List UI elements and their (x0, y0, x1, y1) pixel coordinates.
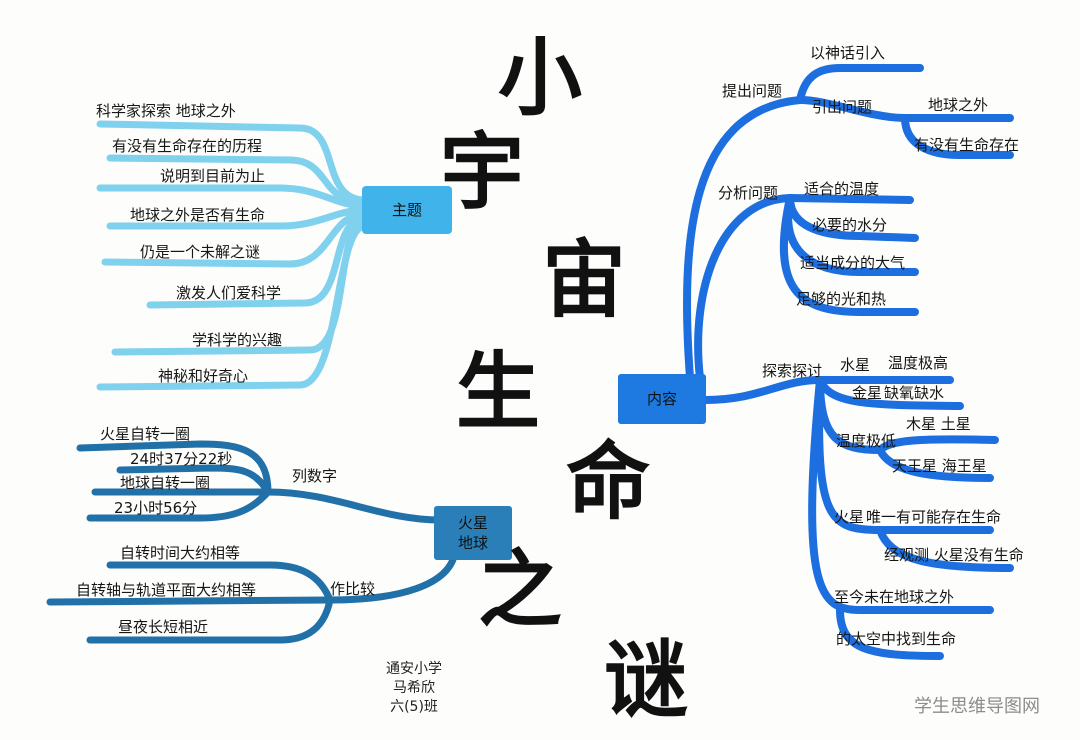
author-class: 六(5)班 (390, 698, 438, 715)
topic-item-4: 地球之外是否有生命 (130, 206, 266, 224)
author-block: 通安小学 马希欣 六(5)班 (374, 660, 454, 717)
explore-label: 探索探讨 (762, 362, 823, 380)
title-char-5: 命 (566, 432, 651, 531)
explore-venus: 金星 (852, 384, 883, 402)
topic-item-5: 仍是一个未解之谜 (140, 243, 261, 261)
explore-jupiter-saturn: 木星 土星 (906, 415, 971, 433)
explore-too-low: 温度极低 (836, 432, 897, 450)
list-numbers-item-4: 23小时56分 (114, 499, 198, 517)
lead-question-label: 引出问题 (812, 98, 873, 116)
author-school: 通安小学 (386, 661, 442, 677)
topic-item-7: 学科学的兴趣 (192, 331, 283, 349)
lead-item-2: 有没有生命存在 (914, 136, 1020, 154)
explore-mars: 火星 (834, 508, 865, 526)
lead-item-1: 地球之外 (928, 96, 989, 114)
mars-earth-label: 火星 地球 (434, 506, 512, 560)
analyze-item-1: 适合的温度 (804, 180, 880, 198)
title-char-4: 生 (456, 342, 541, 441)
topic-item-2: 有没有生命存在的历程 (112, 137, 263, 155)
topic-item-1: 科学家探索 地球之外 (96, 102, 236, 120)
compare-label: 作比较 (330, 580, 376, 598)
title-char-7: 谜 (604, 630, 689, 729)
topic-label: 主题 (391, 200, 422, 219)
content-branches (683, 64, 1014, 660)
mars-earth-box (434, 506, 512, 560)
raise-question-label: 提出问题 (722, 82, 783, 100)
explore-so-far: 至今未在地球之外 (834, 588, 955, 606)
topic-item-6: 激发人们爱科学 (176, 284, 282, 302)
analyze-label: 分析问题 (718, 184, 779, 202)
mars-earth-label-line1: 火星 (457, 513, 488, 532)
watermark: 学生思维导图网 (914, 696, 1040, 717)
analyze-item-3: 适当成分的大气 (800, 254, 906, 272)
raise-intro: 以神话引入 (810, 44, 886, 62)
explore-uranus-neptune: 天王星 海王星 (892, 457, 987, 475)
compare-item-2: 自转轴与轨道平面大约相等 (76, 581, 257, 599)
content-label: 内容 (646, 389, 677, 408)
explore-found: 的太空中找到生命 (836, 630, 957, 648)
compare-item-3: 昼夜长短相近 (118, 618, 209, 636)
title-char-1: 小 (498, 28, 583, 127)
list-numbers-item-3: 地球自转一圈 (120, 474, 211, 492)
analyze-item-4: 足够的光和热 (796, 290, 887, 308)
explore-mercury-detail: 温度极高 (888, 354, 949, 372)
content-box (618, 374, 706, 424)
author-name: 马希欣 (393, 679, 435, 696)
list-numbers-item-1: 火星自转一圈 (100, 425, 191, 443)
explore-mars-only: 唯一有可能存在生命 (866, 508, 1002, 526)
title-char-2: 宇 (440, 122, 525, 221)
compare-item-1: 自转时间大约相等 (120, 544, 241, 562)
title-char-6: 之 (478, 540, 563, 639)
list-numbers-item-2: 24时37分22秒 (130, 450, 233, 468)
analyze-item-2: 必要的水分 (812, 216, 888, 234)
explore-mars-observed: 经观测 火星没有生命 (884, 546, 1024, 564)
title-char-3: 宙 (542, 230, 627, 329)
topic-item-8: 神秘和好奇心 (158, 367, 249, 385)
mars-earth-label-line2: 地球 (457, 534, 488, 552)
topic-item-3: 说明到目前为止 (160, 167, 266, 185)
topic-box (362, 186, 452, 234)
topic-branches (96, 120, 369, 391)
explore-venus-detail: 缺氧缺水 (884, 384, 945, 402)
list-numbers-label: 列数字 (292, 467, 338, 485)
mars-earth-branches (46, 440, 459, 644)
explore-mercury: 水星 (840, 356, 871, 374)
